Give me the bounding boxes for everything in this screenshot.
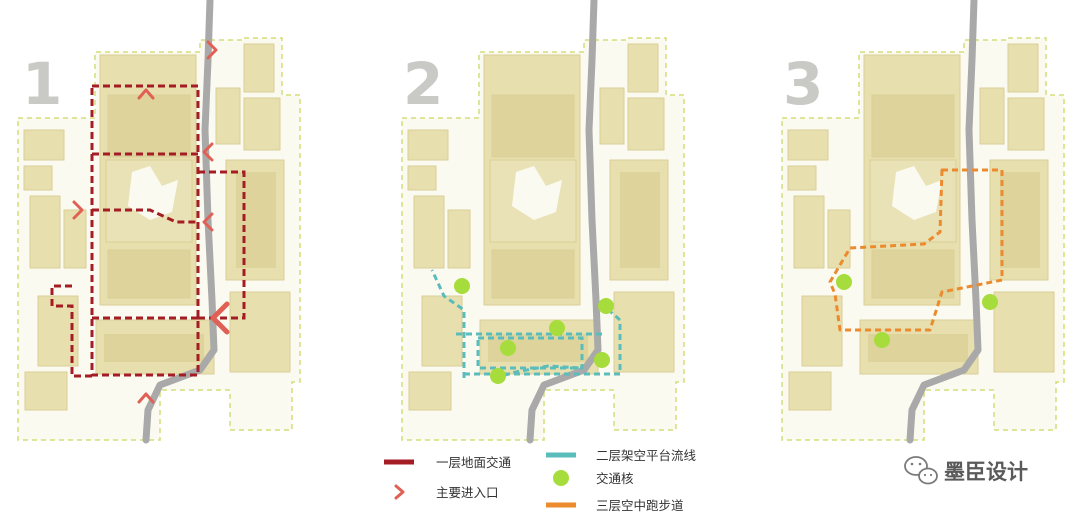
panel-number-1: 1	[22, 50, 62, 118]
ground-traffic-routes	[50, 84, 246, 378]
traffic-core-swatch	[553, 470, 569, 486]
entrance-arrow-icon	[202, 142, 214, 162]
traffic-core-dot	[549, 320, 565, 336]
panel-number-2: 2	[403, 50, 443, 118]
legend-item-ground-traffic: 一层地面交通	[384, 455, 512, 470]
plan-panel-2: 2	[402, 0, 684, 440]
traffic-core-dot	[454, 278, 470, 294]
traffic-core-dot	[874, 332, 890, 348]
legend-label-main-entrance: 主要进入口	[436, 485, 499, 500]
entrance-arrow-icon	[137, 88, 155, 100]
traffic-core-dot	[836, 274, 852, 290]
legend-label-traffic-core: 交通核	[596, 471, 634, 486]
watermark: 墨臣设计	[904, 456, 1028, 485]
entrance-chevron-icon	[394, 484, 405, 500]
traffic-core-dot	[594, 352, 610, 368]
legend-item-running-track: 三层空中跑步道	[546, 498, 684, 513]
panel-number-3: 3	[783, 50, 823, 118]
sky-running-track	[828, 168, 1004, 332]
traffic-core-dot	[500, 340, 516, 356]
traffic-core-dot	[598, 298, 614, 314]
traffic-core-dot	[982, 294, 998, 310]
legend-item-second-floor-platform: 二层架空平台流线	[546, 448, 697, 463]
traffic-cores-2	[454, 278, 614, 384]
legend-item-main-entrance: 主要进入口	[394, 484, 499, 500]
legend-label-ground-traffic: 一层地面交通	[436, 455, 512, 470]
legend-label-running-track: 三层空中跑步道	[596, 498, 684, 513]
entrance-arrow-icon	[206, 40, 218, 60]
legend: 一层地面交通 主要进入口 二层架空平台流线 交通核 三层空中跑步道	[384, 448, 697, 513]
watermark-text: 墨臣设计	[944, 460, 1028, 484]
site-plan-2	[402, 0, 684, 440]
legend-item-traffic-core: 交通核	[553, 470, 634, 486]
site-plan-3	[782, 0, 1064, 440]
plan-panel-3: 3	[782, 0, 1064, 440]
legend-label-second-floor-platform: 二层架空平台流线	[596, 448, 697, 463]
plan-panel-1: 1	[18, 0, 300, 440]
main-entrance-markers	[72, 40, 230, 404]
traffic-core-dot	[490, 368, 506, 384]
traffic-cores-3	[836, 274, 998, 348]
entrance-arrow-icon	[202, 212, 214, 232]
entrance-arrow-icon	[137, 392, 155, 404]
entrance-arrow-icon	[210, 301, 230, 335]
wechat-icon	[904, 456, 938, 485]
second-floor-platform-routes	[430, 269, 622, 380]
entrance-arrow-icon	[72, 200, 84, 220]
